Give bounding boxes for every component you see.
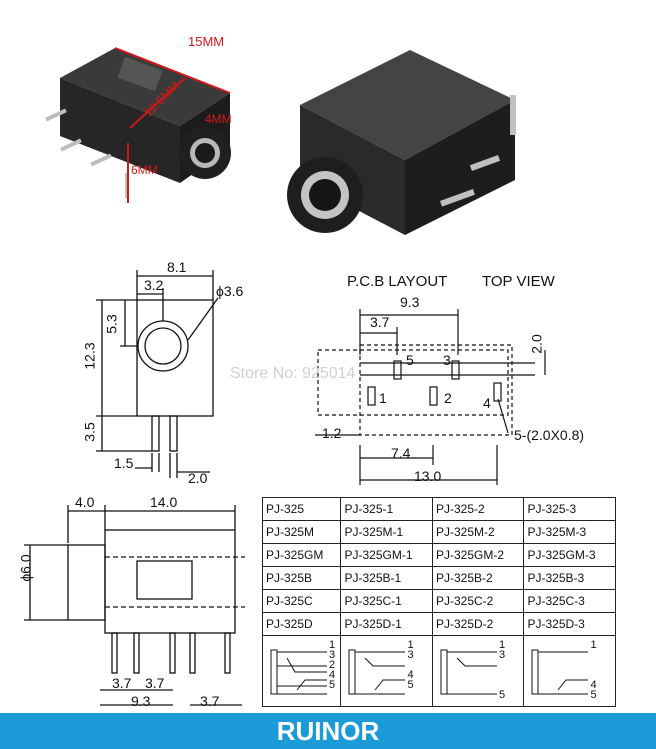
model-cell: PJ-325D-2 [431, 612, 525, 636]
schematic-pin: 5 [329, 679, 336, 691]
schematic-pin: 4 [329, 669, 336, 681]
side-dim-phi-6-0: ϕ6.0 [17, 554, 34, 582]
pcb-dim-9-3: 9.3 [400, 294, 420, 310]
schematic-pin: 1 [590, 639, 597, 651]
table-row: PJ-325 PJ-325-1 PJ-325-2 PJ-325-3 [261, 497, 616, 521]
pcb-layout-drawing [290, 295, 560, 490]
photo-label-hole: 4MM [205, 112, 232, 126]
schematic-cell-4: 1 4 5 [523, 635, 616, 707]
schematic-pin: 1 [498, 639, 506, 651]
model-cell: PJ-325D-1 [340, 612, 433, 636]
side-dim-14-0: 14.0 [150, 494, 178, 510]
pcb-title: P.C.B LAYOUT [347, 273, 448, 290]
product-photo-left [20, 8, 250, 208]
dim-3-5: 3.5 [81, 422, 98, 442]
front-view-drawing [90, 258, 270, 488]
side-view-drawing [20, 495, 255, 710]
dim-5-3: 5.3 [103, 314, 120, 334]
schematic-cell-2: 1 3 4 5 [340, 635, 433, 707]
side-dim-3-7-a: 3.7 [112, 675, 132, 691]
model-cell: PJ-325B-1 [340, 566, 433, 590]
table-row: PJ-325B PJ-325B-1 PJ-325B-2 PJ-325B-3 [261, 566, 616, 590]
model-cell: PJ-325B [261, 566, 342, 590]
brand-footer: RUINOR [0, 713, 656, 749]
table-row: PJ-325C PJ-325C-1 PJ-325C-2 PJ-325C-3 [261, 589, 616, 613]
pcb-subtitle: TOP VIEW [482, 273, 555, 290]
side-dim-3-7-c: 3.7 [200, 693, 220, 709]
schematic-pin: 1 [407, 639, 414, 651]
model-cell: PJ-325M-3 [523, 520, 616, 544]
schematic-pin: 3 [498, 649, 506, 661]
pcb-pin-5: 5 [406, 352, 414, 368]
side-dim-9-3: 9.3 [131, 693, 151, 709]
schematic-pin: 5 [590, 689, 597, 701]
model-cell: PJ-325GM-2 [431, 543, 525, 567]
table-row: PJ-325GM PJ-325GM-1 PJ-325GM-2 PJ-325GM-… [261, 543, 616, 567]
model-cell: PJ-325B-3 [523, 566, 616, 590]
photo-label-height: 6MM [131, 163, 158, 177]
schematic-pin: 5 [498, 689, 506, 701]
pcb-dim-3-7: 3.7 [370, 314, 390, 330]
model-cell: PJ-325C-3 [523, 589, 616, 613]
model-cell: PJ-325 [261, 497, 342, 521]
model-cell: PJ-325-2 [431, 497, 525, 521]
model-table: PJ-325 PJ-325-1 PJ-325-2 PJ-325-3 PJ-325… [261, 497, 616, 707]
model-cell: PJ-325GM-1 [340, 543, 433, 567]
table-row: PJ-325D PJ-325D-1 PJ-325D-2 PJ-325D-3 [261, 612, 616, 636]
dim-2-0: 2.0 [188, 470, 208, 486]
pcb-dim-7-4: 7.4 [391, 445, 411, 461]
pcb-dim-2-0: 2.0 [528, 334, 545, 354]
schematic-pin: 3 [329, 649, 336, 661]
model-cell: PJ-325D-3 [523, 612, 616, 636]
side-dim-3-7-b: 3.7 [145, 675, 165, 691]
schematic-pin: 2 [329, 659, 336, 671]
model-cell: PJ-325M-1 [340, 520, 433, 544]
schematic-pin: 3 [407, 649, 414, 661]
pcb-dim-1-2: 1.2 [322, 425, 342, 441]
model-cell: PJ-325C-2 [431, 589, 525, 613]
model-cell: PJ-325B-2 [431, 566, 525, 590]
table-row: PJ-325M PJ-325M-1 PJ-325M-2 PJ-325M-3 [261, 520, 616, 544]
schematic-pin: 4 [407, 669, 414, 681]
schematic-cell-3: 1 3 5 [431, 635, 525, 707]
model-cell: PJ-325M-2 [431, 520, 525, 544]
schematic-pin: 5 [407, 679, 414, 691]
pcb-pin-4: 4 [483, 395, 491, 411]
pcb-dim-pad: 5-(2.0X0.8) [514, 427, 585, 443]
dim-12-3: 12.3 [81, 342, 98, 370]
model-cell: PJ-325GM [261, 543, 342, 567]
pcb-dim-13-0: 13.0 [414, 468, 442, 484]
side-dim-4-0: 4.0 [75, 494, 95, 510]
model-cell: PJ-325-3 [523, 497, 616, 521]
dim-8-1: 8.1 [167, 259, 187, 275]
schematic-pin: 4 [590, 679, 597, 691]
photo-label-width: 15MM [188, 34, 225, 49]
pcb-pin-2: 2 [444, 390, 452, 406]
model-cell: PJ-325M [261, 520, 342, 544]
table-row-schematics: 1 3 2 4 5 1 3 4 5 [261, 635, 616, 707]
dim-3-2: 3.2 [144, 277, 164, 293]
model-cell: PJ-325D [261, 612, 342, 636]
schematic-pin: 1 [329, 639, 336, 651]
model-cell: PJ-325C-1 [340, 589, 433, 613]
schematic-cell-1: 1 3 2 4 5 [261, 635, 342, 707]
pcb-pin-1: 1 [379, 390, 387, 406]
store-watermark: Store No: 925014 [230, 365, 356, 382]
product-photo-right [270, 20, 540, 245]
dim-phi-3-6: ϕ3.6 [216, 283, 244, 299]
model-cell: PJ-325GM-3 [523, 543, 616, 567]
model-cell: PJ-325C [261, 589, 342, 613]
dim-1-5: 1.5 [114, 455, 134, 471]
model-cell: PJ-325-1 [340, 497, 433, 521]
pcb-pin-3: 3 [443, 352, 451, 368]
